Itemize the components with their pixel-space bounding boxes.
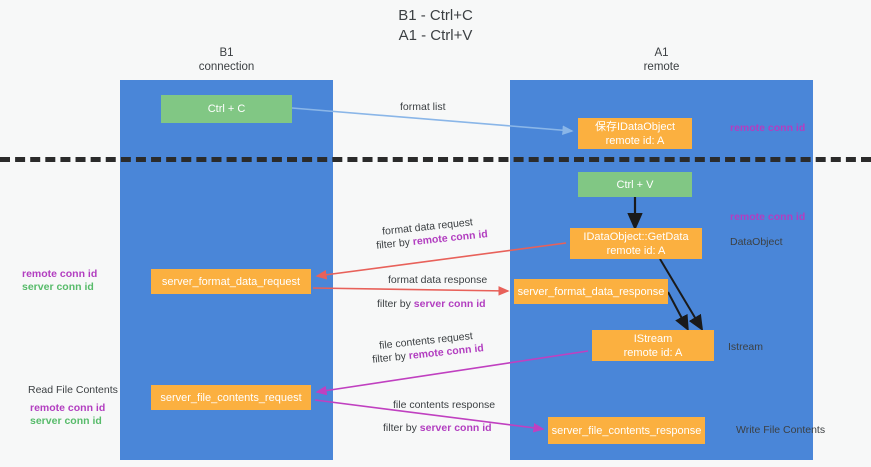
edge-file-contents-response bbox=[314, 399, 545, 433]
edge-label-format-data-response: format data response bbox=[388, 274, 488, 286]
annotation-left-server-conn-id-2: server conn id bbox=[30, 415, 102, 427]
node-ctrl-v[interactable]: Ctrl + V bbox=[578, 172, 692, 197]
annotation-write-file-contents: Write File Contents bbox=[736, 424, 826, 436]
swimlane-header-b1: B1 connection bbox=[198, 47, 255, 73]
annotation-read-file-contents: Read File Contents bbox=[28, 384, 118, 396]
node-ctrl-c[interactable]: Ctrl + C bbox=[161, 95, 292, 123]
node-server-format-data-request[interactable]: server_format_data_request bbox=[151, 269, 311, 294]
node-istream[interactable]: IStream remote id: A bbox=[592, 330, 714, 361]
node-server-file-contents-request[interactable]: server_file_contents_request bbox=[151, 385, 311, 410]
diagram-title: B1 - Ctrl+C A1 - Ctrl+V bbox=[398, 7, 473, 44]
annotation-left-server-conn-id-1: server conn id bbox=[22, 281, 94, 293]
annotation-remote-conn-id-mid: remote conn id bbox=[730, 211, 806, 223]
edge-label-format-data-response-filter: filter by server conn id bbox=[377, 298, 486, 311]
filter-prefix: filter by bbox=[371, 350, 410, 366]
swimlane-header-a1: A1 remote bbox=[643, 47, 680, 73]
edge-label-file-contents-response-filter: filter by server conn id bbox=[383, 422, 492, 435]
node-idataobject-getdata[interactable]: IDataObject::GetData remote id: A bbox=[570, 228, 702, 259]
edge-format-data-response bbox=[312, 286, 510, 296]
edge-format-data-request bbox=[315, 242, 567, 280]
filter-value-server-conn-id: server conn id bbox=[413, 298, 486, 310]
edge-formatresponse-to-istream bbox=[667, 291, 689, 332]
node-idataobject[interactable]: 保存IDataObject remote id: A bbox=[578, 118, 692, 149]
edge-label-format-list: format list bbox=[400, 101, 446, 113]
phase-divider bbox=[0, 157, 871, 162]
annotation-left-remote-conn-id-1: remote conn id bbox=[22, 268, 98, 280]
filter-prefix: filter by bbox=[383, 422, 420, 434]
filter-prefix: filter by bbox=[377, 298, 414, 310]
node-server-format-data-response[interactable]: server_format_data_response bbox=[514, 279, 668, 304]
annotation-istream: Istream bbox=[728, 341, 764, 353]
node-server-file-contents-response[interactable]: server_file_contents_response bbox=[548, 417, 705, 444]
filter-value-server-conn-id: server conn id bbox=[419, 422, 492, 434]
annotation-remote-conn-id-top: remote conn id bbox=[730, 122, 806, 134]
annotation-left-remote-conn-id-2: remote conn id bbox=[30, 402, 106, 414]
edge-format-list bbox=[291, 107, 574, 135]
filter-prefix: filter by bbox=[375, 236, 414, 252]
edge-label-file-contents-response: file contents response bbox=[393, 399, 496, 411]
edge-file-contents-request bbox=[315, 350, 589, 396]
annotation-dataobject: DataObject bbox=[730, 236, 783, 248]
edge-getdata-to-istream bbox=[659, 258, 704, 332]
